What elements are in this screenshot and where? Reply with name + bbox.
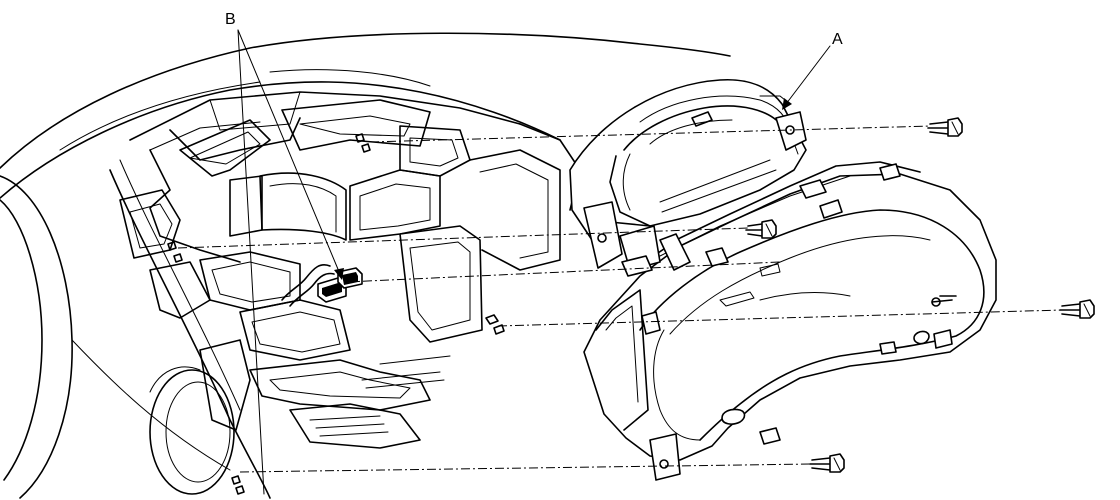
panel-hole-mid (485, 314, 505, 335)
round-vent (149, 366, 235, 495)
meter-hood-upper (569, 78, 807, 269)
screw-icon (1059, 299, 1095, 319)
panel-hole-upper (355, 133, 371, 153)
screw-icon (927, 117, 963, 137)
alignment-lines (177, 125, 1063, 473)
screw-icon (745, 219, 777, 239)
wire-harness (281, 263, 335, 307)
dashboard-panel (0, 32, 731, 499)
panel-hole-bottom (231, 475, 245, 495)
leader-line-b (237, 29, 344, 495)
gauge-cluster (583, 161, 997, 481)
screw-icon (809, 453, 845, 473)
leader-line-a (782, 45, 831, 110)
connector-icon (317, 267, 363, 303)
callout-b: B (225, 11, 236, 28)
panel-hole-left (167, 241, 183, 263)
callout-a: A (832, 31, 843, 48)
